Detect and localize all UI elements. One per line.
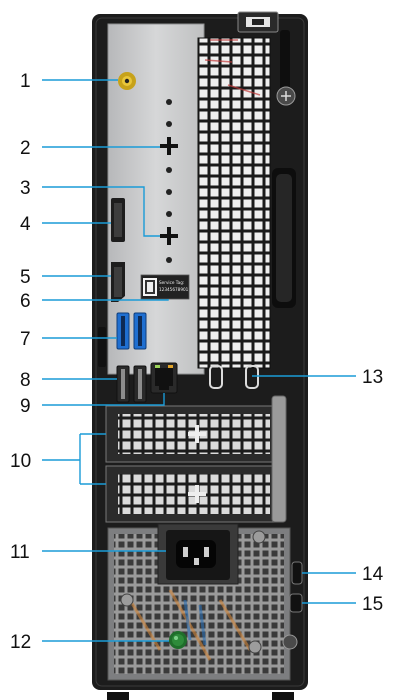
callout-4: 4 [20,214,31,235]
usb2-ports [116,365,147,403]
callout-2: 2 [20,138,31,159]
callout-8: 8 [20,370,31,391]
service-tag-line1: Service Tag: [159,280,184,285]
thumb-screw-top [276,86,296,106]
psu-diagnostic-light [169,631,187,649]
top-latch [237,11,290,90]
callout-14: 14 [362,564,384,585]
callout-15: 15 [362,594,383,615]
callout-5: 5 [20,267,31,288]
callout-numbers: 1 2 3 4 5 6 7 8 9 10 11 12 13 14 15 [10,71,384,653]
service-tag-line2: 12345678901 [159,287,189,292]
callout-6: 6 [20,291,31,312]
vent-grid [197,37,271,369]
ethernet-port [150,362,178,394]
callout-11: 11 [10,542,30,563]
usb3-ports [116,312,147,350]
callout-1: 1 [20,71,31,92]
displayport-placeholder-2 [160,189,178,263]
left-notch [98,327,106,367]
expansion-card-slots [105,395,287,523]
security-cable-slot [291,561,303,585]
callout-lines [42,79,356,642]
callout-9: 9 [20,396,31,417]
service-tag-label: Service Tag: 12345678901 [140,274,190,300]
displayport-placeholder-1 [160,99,178,173]
callout-13: 13 [362,367,383,388]
kensington-lock-slot [289,593,303,613]
callout-12: 12 [10,632,31,653]
audio-jack [118,72,136,90]
power-connector [157,523,239,585]
side-handle [272,168,296,308]
callout-7: 7 [20,329,31,350]
power-supply [107,527,291,681]
hdmi-port [111,198,125,242]
displayport [111,262,125,302]
callout-10: 10 [10,451,31,472]
psu-screws [120,530,298,654]
callout-3: 3 [20,178,31,199]
padlock-ring [209,365,259,389]
